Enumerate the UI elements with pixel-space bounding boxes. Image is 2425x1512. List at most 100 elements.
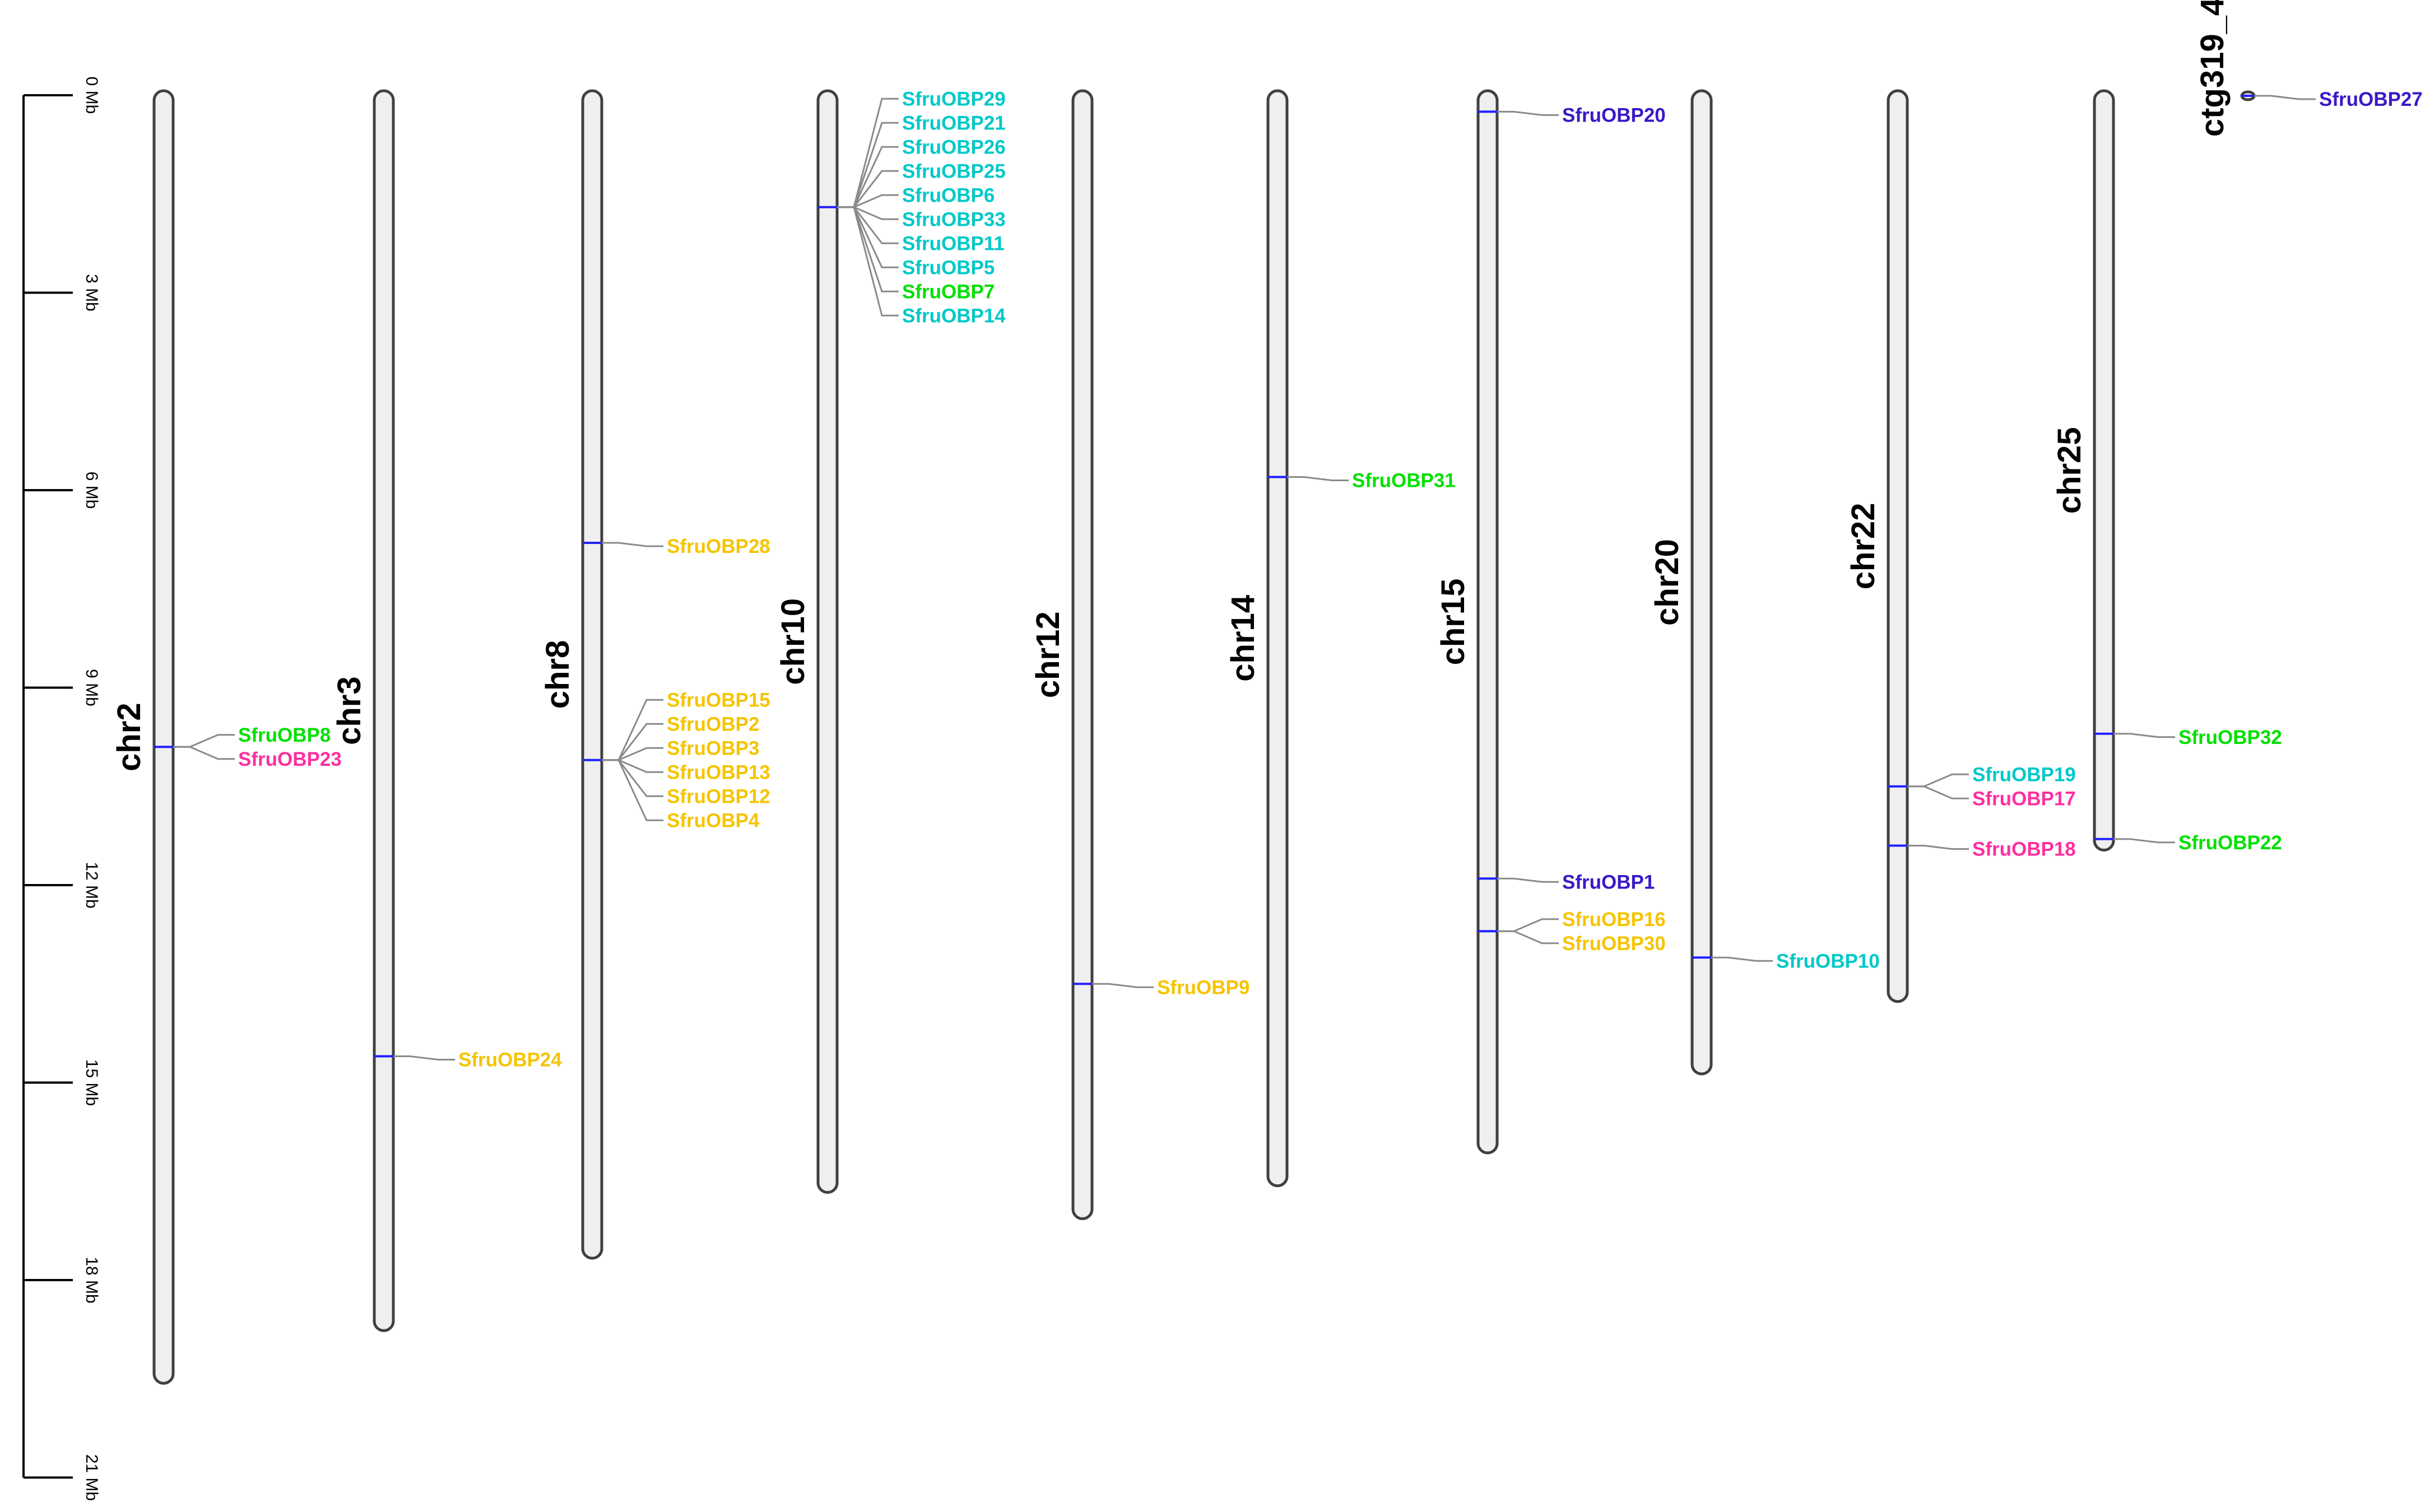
gene-label: SfruOBP4 (667, 809, 760, 831)
gene-label: SfruOBP24 (458, 1049, 562, 1071)
gene-leader-line (602, 759, 663, 773)
gene-label: SfruOBP21 (902, 112, 1006, 134)
gene-label: SfruOBP1 (1562, 871, 1655, 893)
scale-bar: 0 Mb 3 Mb 6 Mb 9 Mb 12 Mb 15 Mb 18 Mb 21 Mb (22, 77, 101, 1501)
gene-leader-line (602, 747, 663, 761)
chromosome-body (152, 89, 175, 1385)
gene-label: SfruOBP27 (2319, 89, 2423, 110)
chromosome-body (2093, 89, 2115, 852)
gene-leader-line (1497, 918, 1559, 932)
gene-leader-line (1497, 930, 1559, 945)
gene-leader-line (1907, 845, 1969, 850)
chromosome-chr10: chr10 SfruOBP29SfruOBP21SfruOBP26SfruOBP2… (775, 88, 1006, 1194)
chromosome-body (1071, 89, 1094, 1220)
gene-label: SfruOBP17 (1972, 788, 2076, 809)
gene-label: SfruOBP18 (1972, 839, 2076, 860)
scale-tick-label: 0 Mb (82, 77, 101, 114)
scale-tick-label: 6 Mb (82, 472, 101, 509)
gene-leader-line (1287, 476, 1349, 481)
gene-leader-line (602, 542, 663, 547)
gene-leader-line (2254, 95, 2316, 100)
gene-label: SfruOBP10 (1776, 950, 1880, 972)
gene-leader-line (2113, 838, 2175, 844)
chromosome-name: chr22 (1845, 503, 1882, 589)
gene-leader-line (1497, 110, 1559, 116)
gene-leader-line (602, 699, 663, 761)
chromosome-name: chr3 (331, 676, 368, 745)
gene-label: SfruOBP19 (1972, 764, 2076, 785)
gene-label: SfruOBP7 (902, 281, 995, 303)
chromosome-name: chr15 (1435, 579, 1471, 666)
chromosome-name: chr20 (1649, 539, 1685, 626)
gene-label: SfruOBP5 (902, 257, 995, 278)
scale-tick-label: 12 Mb (82, 862, 101, 908)
gene-leader-line (602, 759, 663, 821)
gene-label: SfruOBP3 (667, 737, 759, 759)
gene-label: SfruOBP2 (667, 713, 759, 735)
gene-label: SfruOBP26 (902, 136, 1006, 158)
gene-leader-line (837, 194, 899, 208)
gene-label: SfruOBP15 (667, 689, 770, 711)
chromosome-name: chr14 (1225, 595, 1261, 682)
gene-leader-line (393, 1055, 455, 1060)
gene-leader-line (2113, 733, 2175, 738)
gene-label: SfruOBP12 (667, 785, 770, 807)
scale-tick-label: 15 Mb (82, 1059, 101, 1106)
chromosome-name: chr2 (111, 703, 147, 771)
gene-label: SfruOBP33 (902, 208, 1006, 230)
chromosome-chr8: chr8SfruOBP28SfruOBP15SfruOBP2SfruOBP3Sf… (540, 89, 770, 1260)
chromosome-body (581, 89, 603, 1260)
gene-label: SfruOBP16 (1562, 909, 1666, 931)
gene-leader-line (1092, 983, 1154, 988)
gene-leader-line (1711, 956, 1773, 962)
gene-leader-line (837, 97, 899, 208)
gene-leader-line (1497, 877, 1559, 883)
gene-label: SfruOBP32 (2178, 727, 2282, 748)
gene-label: SfruOBP22 (2178, 832, 2282, 854)
gene-label: SfruOBP6 (902, 184, 995, 206)
gene-label: SfruOBP20 (1562, 104, 1666, 126)
chromosome-chr14: chr14 SfruOBP31 (1225, 89, 1456, 1188)
scale-tick-label: 21 Mb (82, 1454, 101, 1501)
gene-label: SfruOBP9 (1157, 976, 1249, 998)
gene-label: SfruOBP28 (667, 536, 770, 557)
gene-leader-line (173, 734, 235, 748)
chromosome-body (1476, 89, 1499, 1155)
scale-tick-label: 18 Mb (82, 1257, 101, 1303)
gene-leader-line (173, 746, 235, 760)
gene-leader-line (1907, 785, 1969, 799)
gene-label: SfruOBP25 (902, 160, 1006, 182)
gene-label: SfruOBP31 (1352, 470, 1456, 492)
scale-tick-label: 9 Mb (82, 669, 101, 706)
gene-label: SfruOBP30 (1562, 933, 1666, 955)
gene-label: SfruOBP13 (667, 761, 770, 783)
scale-tick-label: 3 Mb (82, 274, 101, 311)
chromosome-name: chr10 (775, 598, 811, 685)
chromosome-body (816, 89, 839, 1194)
gene-label: SfruOBP23 (238, 748, 342, 770)
chromosome-body (1887, 89, 1909, 1003)
gene-label: SfruOBP11 (902, 232, 1005, 254)
gene-leader-line (1907, 773, 1969, 788)
chromosome-body (1690, 89, 1713, 1076)
chromosome-name: ctg319_4 (2194, 0, 2231, 137)
chromosome-name: chr12 (1030, 611, 1066, 698)
gene-leader-line (837, 206, 899, 220)
chromosome-name: chr25 (2051, 427, 2088, 514)
gene-label: SfruOBP14 (902, 305, 1006, 327)
gene-label: SfruOBP8 (238, 724, 331, 746)
gene-label: SfruOBP29 (902, 88, 1006, 110)
chromosome-body (1266, 89, 1289, 1188)
gene-leader-line (837, 206, 899, 317)
chromosome-name: chr8 (540, 640, 576, 709)
